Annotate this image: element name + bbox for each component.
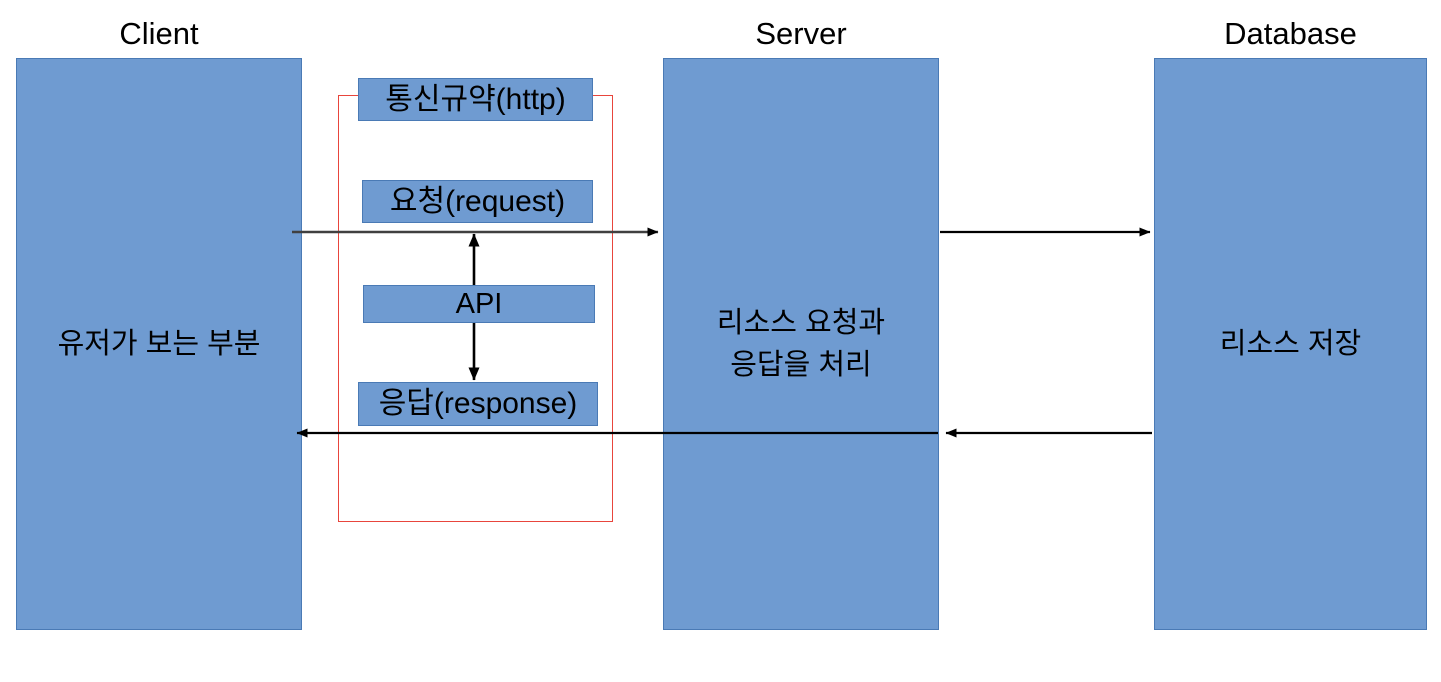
client-box-label: 유저가 보는 부분 [57, 328, 261, 360]
chip-request-label: 요청(request) [389, 184, 566, 218]
column-title-server: Server [755, 16, 847, 51]
chip-request[interactable]: 요청(request) [362, 180, 593, 223]
server-box-label: 리소스 요청과 응답을 처리 [716, 307, 886, 381]
column-title-database: Database [1224, 16, 1357, 51]
chip-response[interactable]: 응답(response) [358, 382, 598, 426]
client-box[interactable]: 유저가 보는 부분 [16, 58, 302, 630]
database-box-label: 리소스 저장 [1219, 328, 1362, 360]
database-box[interactable]: 리소스 저장 [1154, 58, 1427, 630]
chip-protocol-http[interactable]: 통신규약(http) [358, 78, 593, 121]
chip-protocol-http-label: 통신규약(http) [385, 82, 566, 116]
chip-api[interactable]: API [363, 285, 595, 323]
column-title-client: Client [119, 16, 199, 51]
server-box[interactable]: 리소스 요청과 응답을 처리 [663, 58, 939, 630]
chip-response-label: 응답(response) [378, 387, 578, 420]
chip-api-label: API [455, 288, 503, 320]
